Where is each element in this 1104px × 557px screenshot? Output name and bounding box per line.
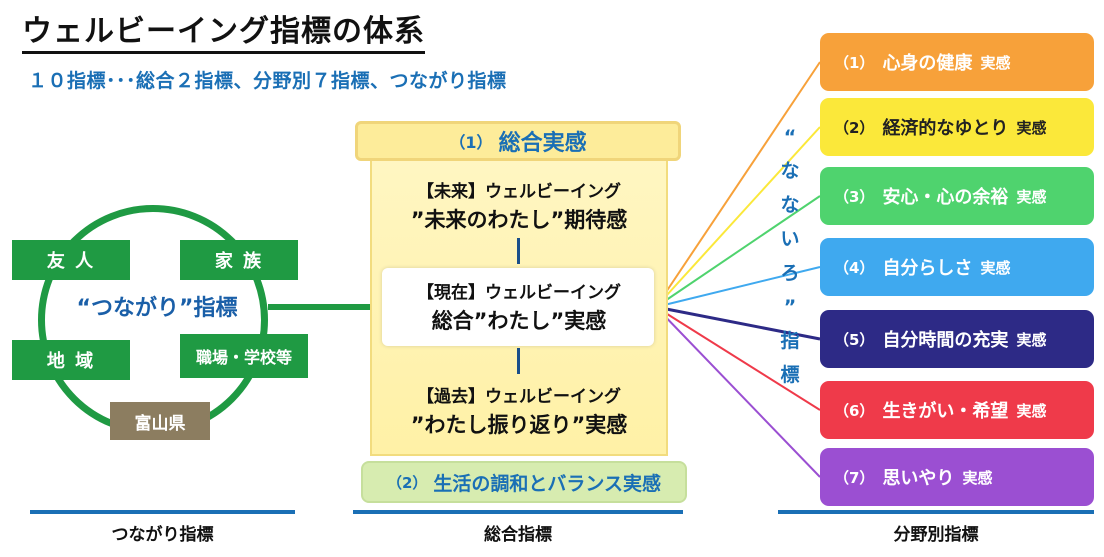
page-subtitle: １０指標･･･総合２指標、分野別７指標、つながり指標 <box>28 70 507 92</box>
vertical-char: 指 <box>780 330 800 352</box>
sogo-past-line2: ”わたし振り返り”実感 <box>410 413 628 437</box>
sogo-future-line1: 【未来】ウェルビーイング <box>417 182 621 202</box>
field-box-health: （1） 心身の健康 実感 <box>820 33 1094 91</box>
fan-line <box>655 195 821 308</box>
fan-line <box>655 266 821 308</box>
field-box-safety: （3） 安心・心の余裕 実感 <box>820 167 1094 225</box>
field-num: （6） <box>834 401 875 420</box>
field-box-selfhood: （4） 自分らしさ 実感 <box>820 238 1094 296</box>
sogo-future-line2: ”未来のわたし”期待感 <box>410 208 628 232</box>
tsunagari-item-community: 地 域 <box>12 340 130 380</box>
field-box-purpose: （6） 生きがい・希望 実感 <box>820 381 1094 439</box>
sogo-balance-label: 生活の調和とバランス実感 <box>433 472 662 495</box>
footer-label-sogo: 総合指標 <box>484 525 552 545</box>
field-suffix: 実感 <box>1016 118 1047 137</box>
field-label: 自分らしさ <box>882 258 973 279</box>
field-label: 安心・心の余裕 <box>882 187 1009 208</box>
field-num: （1） <box>834 53 875 72</box>
field-suffix: 実感 <box>980 258 1011 277</box>
field-box-own-time: （5） 自分時間の充実 実感 <box>820 310 1094 368</box>
vertical-char: 標 <box>780 364 800 386</box>
footer-line-fields <box>778 510 1094 514</box>
field-box-economy: （2） 経済的なゆとり 実感 <box>820 98 1094 156</box>
tsunagari-item-family: 家 族 <box>180 240 298 280</box>
field-suffix: 実感 <box>962 468 993 487</box>
region-badge: 富山県 <box>110 402 210 440</box>
vertical-char: な <box>780 194 800 216</box>
footer-label-tsunagari: つながり指標 <box>111 525 214 545</box>
field-label: 経済的なゆとり <box>882 118 1009 139</box>
field-label: 思いやり <box>882 468 955 489</box>
fan-line <box>655 126 821 308</box>
field-label: 自分時間の充実 <box>882 330 1009 351</box>
footer-line-sogo <box>353 510 683 514</box>
field-suffix: 実感 <box>980 53 1011 72</box>
sogo-balance-num: （2） <box>386 473 428 492</box>
fan-line <box>655 61 821 308</box>
footer-label-fields: 分野別指標 <box>893 525 979 545</box>
field-num: （3） <box>834 187 875 206</box>
sogo-past: 【過去】ウェルビーイング ”わたし振り返り”実感 <box>375 382 663 439</box>
footer-line-tsunagari <box>30 510 295 514</box>
field-num: （5） <box>834 330 875 349</box>
field-num: （4） <box>834 258 875 277</box>
sogo-past-line1: 【過去】ウェルビーイング <box>417 387 621 407</box>
field-num: （7） <box>834 468 875 487</box>
field-num: （2） <box>834 118 875 137</box>
field-suffix: 実感 <box>1016 187 1047 206</box>
tsunagari-connector <box>268 304 388 310</box>
sogo-present: 【現在】ウェルビーイング 総合”わたし”実感 <box>375 278 663 335</box>
sogo-present-box <box>382 268 654 346</box>
fan-line <box>655 306 821 411</box>
field-suffix: 実感 <box>1016 330 1047 349</box>
fan-line <box>655 305 821 341</box>
sogo-cap-num: （1） <box>449 133 493 152</box>
fan-line <box>655 306 821 478</box>
vertical-char: “ <box>783 126 797 148</box>
page-title: ウェルビーイング指標の体系 <box>22 6 425 54</box>
tsunagari-item-friends: 友 人 <box>12 240 130 280</box>
nanairo-vertical-label: “ な な い ろ ” 指 標 <box>770 120 810 392</box>
vertical-char: な <box>780 160 800 182</box>
sogo-cap-label: 総合実感 <box>498 131 587 156</box>
sogo-present-line1: 【現在】ウェルビーイング <box>417 283 621 303</box>
vertical-char: ” <box>783 296 797 318</box>
vertical-char: い <box>780 228 800 250</box>
field-box-compassion: （7） 思いやり 実感 <box>820 448 1094 506</box>
field-label: 心身の健康 <box>882 53 973 74</box>
tsunagari-center-label: “つながり”指標 <box>76 296 238 321</box>
sogo-balance-bar: （2） 生活の調和とバランス実感 <box>361 461 687 503</box>
vertical-char: ろ <box>780 262 800 284</box>
sogo-divider-top <box>517 238 520 264</box>
field-label: 生きがい・希望 <box>882 401 1009 422</box>
sogo-divider-bottom <box>517 348 520 374</box>
sogo-present-line2: 総合”わたし”実感 <box>431 309 607 333</box>
tsunagari-item-workplace-school: 職場・学校等 <box>180 334 308 378</box>
field-suffix: 実感 <box>1016 401 1047 420</box>
sogo-future: 【未来】ウェルビーイング ”未来のわたし”期待感 <box>375 177 663 234</box>
sogo-cap: （1） 総合実感 <box>355 121 681 161</box>
